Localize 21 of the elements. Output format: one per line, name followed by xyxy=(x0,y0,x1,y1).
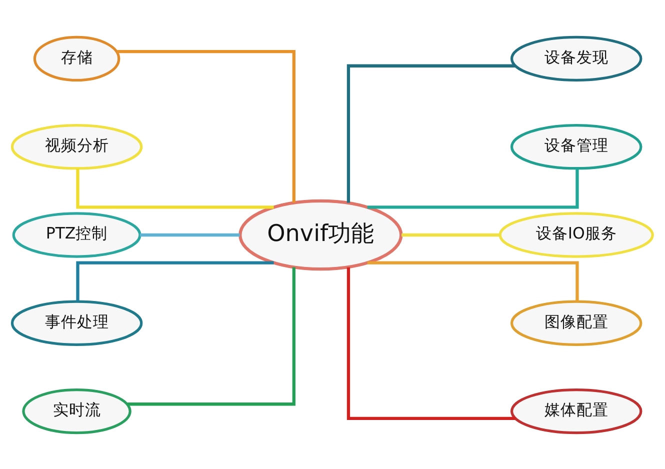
connector xyxy=(367,168,579,208)
node-ellipse: 事件处理 xyxy=(10,300,143,346)
node-ellipse: 设备发现 xyxy=(510,35,642,82)
connector xyxy=(127,266,296,406)
node-ellipse: 设备管理 xyxy=(510,124,642,170)
connector xyxy=(117,49,296,202)
connector xyxy=(367,260,579,301)
connector xyxy=(140,232,240,236)
node-ellipse: PTZ控制 xyxy=(12,212,142,258)
node-ellipse: 实时流 xyxy=(22,388,132,434)
node-ellipse: 媒体配置 xyxy=(510,388,642,434)
node-ellipse: 存储 xyxy=(33,35,120,82)
connector xyxy=(76,168,274,208)
connector xyxy=(346,64,516,202)
node-ellipse: 图像配置 xyxy=(510,300,642,346)
node-ellipse: Onvif功能 xyxy=(238,198,403,270)
node-ellipse: 设备IO服务 xyxy=(498,212,654,258)
connector xyxy=(402,232,500,236)
connector xyxy=(346,266,516,420)
connector xyxy=(76,260,274,301)
node-ellipse: 视频分析 xyxy=(10,124,143,170)
